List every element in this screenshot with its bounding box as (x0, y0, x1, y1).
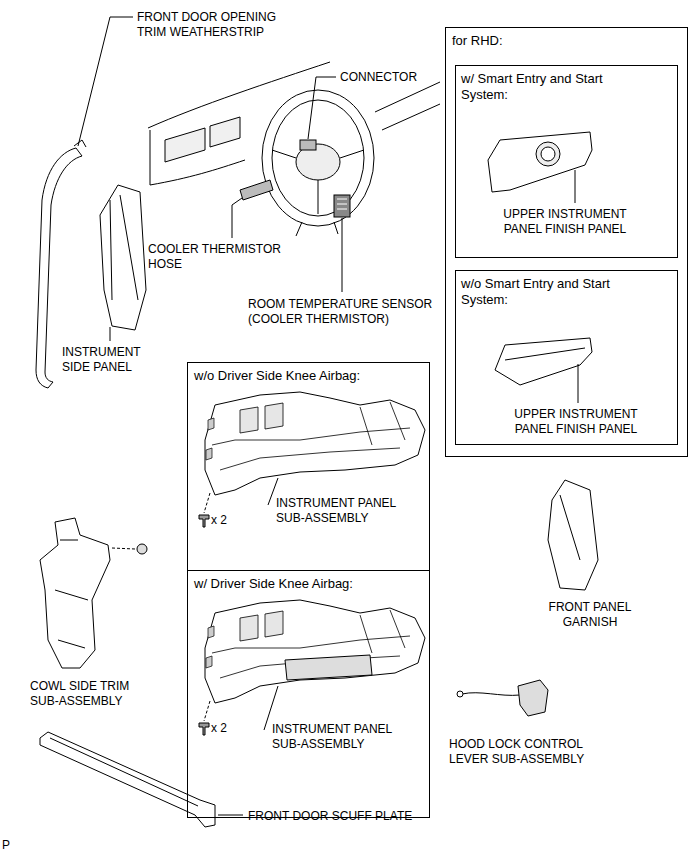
cowl-side-trim-drawing (40, 518, 147, 668)
instrument-panel-airbag-drawing (199, 600, 425, 735)
dashboard-drawing (232, 198, 242, 238)
instrument-panel-drawing (204, 493, 210, 513)
part-label: FRONT DOOR SCUFF PLATE (248, 809, 448, 824)
dashboard-drawing (337, 199, 347, 209)
finish-panel-drawing (488, 132, 592, 203)
part-label: FRONT PANEL GARNISH (540, 600, 640, 630)
option-heading: w/o Driver Side Knee Airbag: (194, 368, 424, 384)
instrument-panel-airbag-drawing (204, 701, 210, 721)
option-box: w/ Smart Entry and Start System: UPPER IN… (455, 65, 678, 258)
option-box: w/ Driver Side Knee Airbag: x 2 INSTRUMENT… (187, 570, 430, 818)
instrument-panel-drawing (199, 515, 209, 527)
part-label: HOOD LOCK CONTROL LEVER SUB-ASSEMBLY (449, 737, 604, 767)
part-label: FRONT DOOR OPENING TRIM WEATHERSTRIP (137, 10, 302, 40)
part-label: UPPER INSTRUMENT PANEL FINISH PANEL (497, 207, 633, 237)
part-label: UPPER INSTRUMENT PANEL FINISH PANEL (508, 407, 644, 437)
option-box: w/o Driver Side Knee Airbag: x 2 INSTRUMEN… (187, 362, 430, 571)
front-panel-garnish-drawing (548, 480, 598, 590)
hood-lock-lever-drawing (462, 693, 520, 696)
finish-panel-plain-drawing (578, 364, 579, 403)
hood-lock-lever-drawing (518, 680, 548, 716)
dashboard-drawing (262, 90, 374, 226)
instrument-side-panel-drawing (110, 195, 138, 300)
scuff-plate-drawing (40, 732, 243, 827)
part-label: COWL SIDE TRIM SUB-ASSEMBLY (30, 679, 145, 709)
dashboard-drawing (342, 218, 343, 292)
instrument-panel-drawing (205, 392, 425, 495)
hood-lock-lever-drawing (457, 680, 548, 716)
part-label: INSTRUMENT PANEL SUB-ASSEMBLY (276, 496, 406, 526)
cowl-side-trim-drawing (137, 544, 147, 554)
instrument-panel-airbag-drawing (205, 600, 425, 703)
part-label: P (2, 838, 22, 853)
finish-panel-plain-drawing (505, 348, 585, 360)
dashboard-drawing (296, 222, 338, 236)
dashboard-drawing (308, 77, 336, 139)
dashboard-drawing (240, 180, 273, 200)
option-heading: w/o Smart Entry and Start System: (461, 276, 616, 308)
scuff-plate-drawing (40, 732, 215, 827)
option-heading: w/ Smart Entry and Start System: (461, 71, 611, 103)
dashboard-drawing (272, 100, 364, 216)
cowl-side-trim-drawing (40, 518, 110, 668)
cowl-side-trim-drawing (112, 548, 135, 549)
finish-panel-drawing (536, 142, 560, 166)
hood-lock-lever-drawing (457, 691, 463, 697)
option-heading: for RHD: (452, 33, 592, 49)
part-label: INSTRUMENT SIDE PANEL (62, 345, 157, 375)
finish-panel-plain-drawing (495, 338, 592, 385)
finish-panel-drawing (541, 147, 555, 161)
finish-panel-drawing (575, 170, 576, 203)
scuff-plate-drawing (50, 738, 198, 806)
instrument-side-panel-drawing (100, 185, 146, 341)
instrument-panel-airbag-drawing (199, 723, 209, 735)
instrument-panel-drawing (199, 392, 425, 527)
option-box: w/o Smart Entry and Start System: UPPER I… (455, 270, 678, 445)
quantity-label: x 2 (211, 513, 245, 528)
dashboard-drawing (165, 117, 240, 162)
weatherstrip-drawing (78, 17, 133, 146)
option-box: for RHD: w/ Smart Entry and Start System:… (445, 27, 688, 457)
front-panel-garnish-drawing (560, 495, 580, 560)
front-panel-garnish-drawing (548, 480, 598, 590)
instrument-side-panel-drawing (110, 327, 111, 341)
dashboard-drawing (300, 140, 316, 150)
option-heading: w/ Driver Side Knee Airbag: (194, 576, 424, 592)
instrument-side-panel-drawing (100, 185, 146, 330)
part-label: ROOM TEMPERATURE SENSOR (COOLER THERMIST… (248, 297, 443, 327)
cowl-side-trim-drawing (55, 540, 88, 648)
finish-panel-plain-drawing (495, 338, 592, 403)
dashboard-drawing (334, 195, 350, 217)
part-label: INSTRUMENT PANEL SUB-ASSEMBLY (272, 722, 402, 752)
part-label: COOLER THERMISTOR HOSE (148, 242, 288, 272)
finish-panel-drawing (488, 132, 592, 192)
scuff-plate-drawing (218, 815, 243, 816)
dashboard-drawing (148, 62, 440, 292)
part-label: CONNECTOR (340, 70, 440, 85)
quantity-label: x 2 (211, 721, 245, 736)
instrument-panel-airbag-drawing (285, 655, 372, 680)
dashboard-drawing (375, 82, 440, 130)
